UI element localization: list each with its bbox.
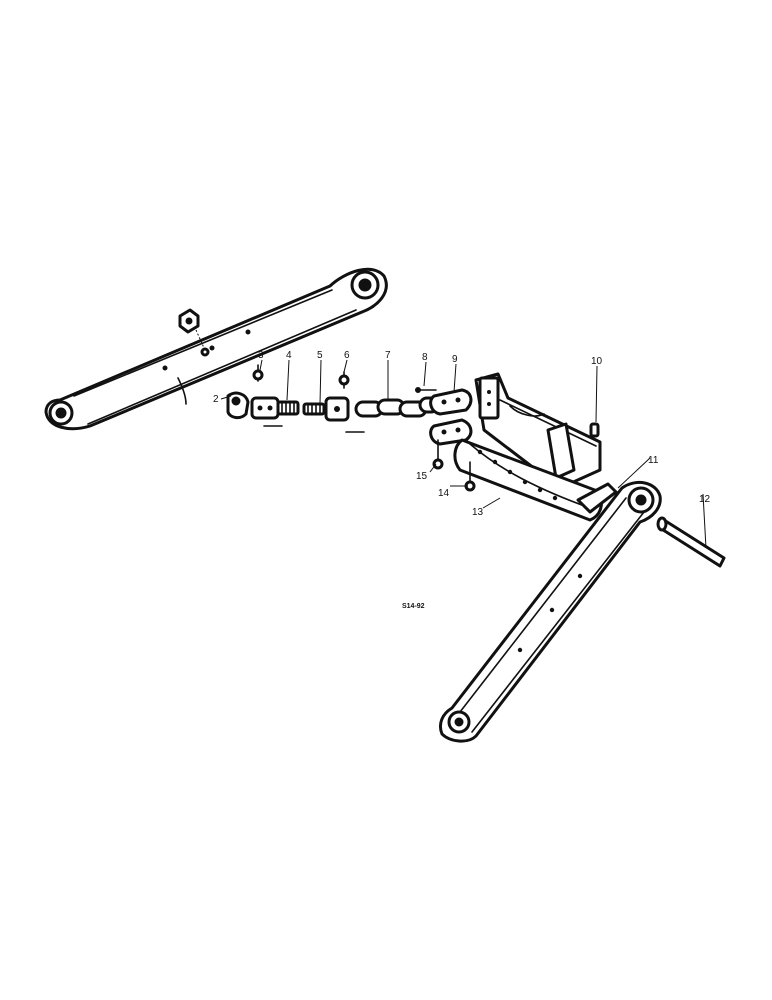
retaining-pin [589, 422, 600, 438]
callout-8: 8 [422, 352, 428, 363]
ball-end [226, 391, 250, 420]
right-lower-link [438, 480, 662, 743]
callout-4: 4 [286, 350, 292, 361]
callout-15: 15 [416, 471, 428, 482]
callout-13: 13 [472, 507, 484, 518]
callout-6: 6 [344, 350, 350, 361]
drawbar-frame [453, 372, 618, 522]
nut [178, 308, 210, 357]
callout-12: 12 [699, 494, 711, 505]
callout-7: 7 [385, 350, 391, 361]
callout-11: 11 [648, 455, 659, 466]
bolts [432, 439, 476, 492]
callout-5: 5 [317, 350, 323, 361]
callout-14: 14 [438, 488, 450, 499]
stabilizer-chain-assembly [250, 364, 440, 433]
callout-10: 10 [591, 356, 603, 367]
leader-lines [220, 359, 707, 549]
bracket-plates [429, 388, 473, 446]
cross-shaft [656, 516, 726, 568]
figure-reference: S14-92 [402, 603, 425, 610]
callout-2: 2 [213, 394, 219, 405]
left-lower-link [44, 267, 388, 431]
callout-9: 9 [452, 354, 458, 365]
callout-3: 3 [258, 350, 264, 361]
pin [415, 387, 437, 393]
